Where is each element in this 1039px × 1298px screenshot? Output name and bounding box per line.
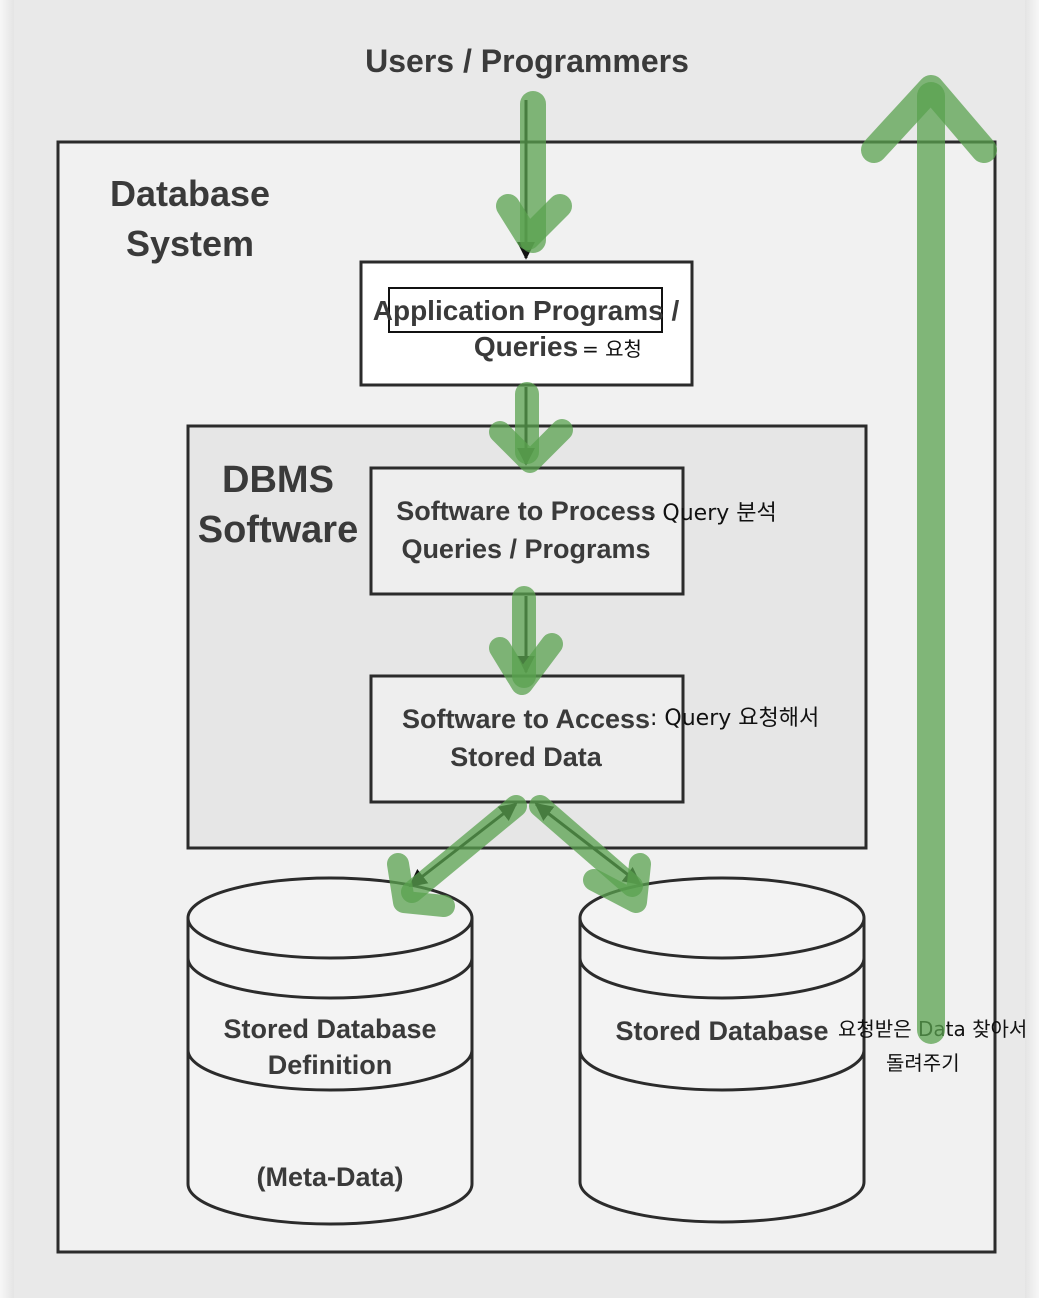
application-programs-label-line1: Application Programs / [373, 295, 680, 326]
right-edge-shadow [1025, 0, 1039, 1298]
database-system-label-line1: Database [110, 173, 270, 214]
definition-database-label-line3: (Meta-Data) [256, 1162, 403, 1192]
process-software-label-line2: Queries / Programs [401, 534, 650, 564]
access-software-label-line2: Stored Data [450, 742, 603, 772]
dbms-label-line2: Software [198, 509, 358, 551]
return-note-line2: 돌려주기 [886, 1051, 960, 1075]
users-programmers-title: Users / Programmers [365, 43, 689, 79]
stored-database-label: Stored Database [615, 1016, 828, 1046]
process-software-label-line1: Software to Process [396, 496, 656, 526]
application-programs-highlight-frame [388, 287, 663, 333]
application-programs-box [359, 260, 694, 387]
access-software-label-line1: Software to Access [402, 704, 650, 734]
green-highlight-strokes [387, 75, 997, 1044]
process-software-box [369, 466, 685, 596]
definition-database-label-line1: Stored Database [223, 1014, 436, 1044]
stored-database-cylinder [578, 876, 866, 1224]
application-note: = 요청 [582, 337, 642, 361]
definition-database-label-line2: Definition [268, 1050, 392, 1080]
process-note: : Query 분석 [648, 501, 777, 526]
dbms-label-line1: DBMS [222, 459, 334, 501]
left-edge-shadow [0, 0, 14, 1298]
access-note: : Query 요청해서 [650, 706, 819, 731]
access-software-box [369, 674, 685, 804]
application-programs-label-line2: Queries [474, 331, 578, 362]
database-system-label-line2: System [126, 223, 254, 264]
